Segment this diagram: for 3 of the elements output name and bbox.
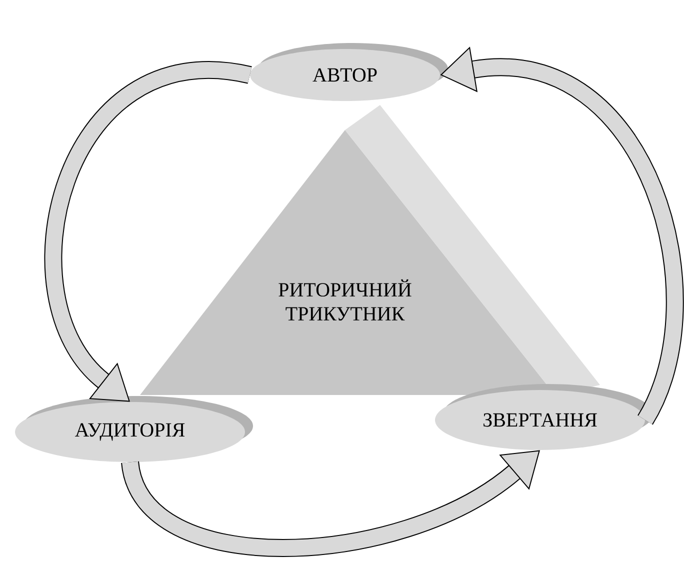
triangle: РИТОРИЧНИЙ ТРИКУТНИК xyxy=(140,105,600,395)
block-arrow xyxy=(121,450,540,557)
block-arrow xyxy=(44,61,251,402)
